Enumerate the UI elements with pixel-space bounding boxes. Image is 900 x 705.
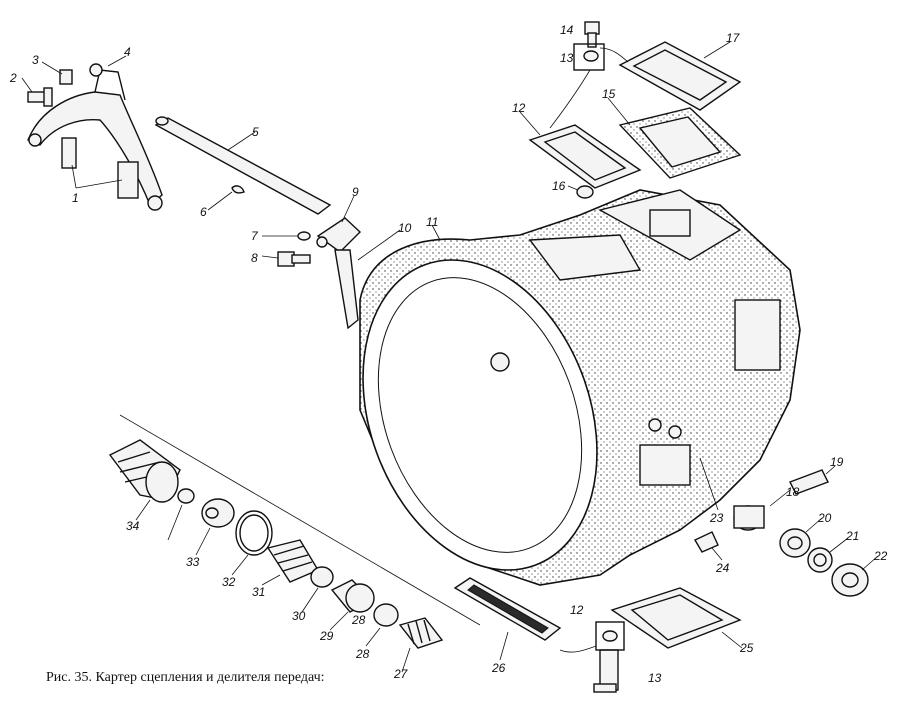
part-label: 28 [351, 613, 366, 627]
bushing-29 [330, 579, 375, 613]
part-label: 25 [739, 641, 754, 655]
part-label: 20 [817, 511, 832, 525]
part-label: 13 [648, 671, 662, 685]
bolt-14-top [584, 21, 600, 48]
part-label: 15 [602, 87, 616, 101]
part-label: 21 [845, 529, 859, 543]
clutch-housing [359, 189, 801, 586]
part-label: 33 [186, 555, 200, 569]
washer-13-top [573, 43, 605, 71]
ring-21 [807, 547, 833, 573]
part-label: 17 [726, 31, 741, 45]
part-label: 24 [715, 561, 730, 575]
bearing-20 [779, 528, 811, 558]
part-label: 1 [72, 191, 79, 205]
bolt-14-bottom [593, 649, 619, 693]
bolt-27 [398, 617, 444, 649]
part-label: 14 [560, 23, 574, 37]
part-label: 18 [786, 485, 800, 499]
washer-13-bottom [595, 621, 625, 651]
fitting-24 [694, 531, 719, 553]
ring-31 [235, 510, 273, 556]
part-label: 2 [9, 71, 17, 85]
part-label: 6 [200, 205, 207, 219]
part-label: 10 [398, 221, 412, 235]
bolt-2 [27, 87, 53, 107]
bolt-8 [277, 251, 311, 267]
nut-33 [177, 488, 195, 504]
part-label: 3 [32, 53, 39, 67]
part-label: 5 [252, 125, 259, 139]
part-labels: 1 2 3 4 5 6 7 8 9 10 11 12 13 14 15 16 1… [9, 23, 888, 685]
part-label: 22 [873, 549, 888, 563]
fork-pad [61, 137, 139, 199]
part-label: 11 [426, 215, 438, 229]
part-label: 28 [355, 647, 370, 661]
part-label: 12 [570, 603, 584, 617]
part-label: 34 [126, 519, 140, 533]
leader-13-to-12 [549, 69, 591, 129]
part-label: 19 [830, 455, 844, 469]
part-label: 23 [709, 511, 724, 525]
leader-bottom-arrow [559, 645, 597, 653]
bushing-18 [733, 505, 765, 531]
part-label: 26 [491, 661, 506, 675]
gasket-15 [618, 107, 742, 179]
part-label: 27 [393, 667, 409, 681]
gasket-12 [528, 124, 642, 189]
cover-17 [618, 41, 742, 111]
leader-lines [21, 41, 879, 673]
part-label: 31 [252, 585, 265, 599]
part-label: 30 [292, 609, 306, 623]
figure-caption: Рис. 35. Картер сцепления и делителя пер… [46, 670, 325, 685]
part-label: 13 [560, 51, 574, 65]
cover-25 [610, 587, 742, 649]
nut-22 [831, 563, 869, 597]
part-label: 4 [124, 45, 131, 59]
part-label: 9 [352, 185, 359, 199]
shift-rod [154, 116, 332, 215]
assembly-axis [119, 414, 481, 626]
leader-13-to-17 [599, 47, 629, 63]
plug-16 [576, 185, 594, 199]
lever-10 [334, 249, 359, 330]
part-label: 7 [251, 229, 259, 243]
washer-7 [297, 231, 311, 241]
part-label: 29 [319, 629, 334, 643]
part-label: 8 [251, 251, 258, 265]
cup-32 [201, 498, 235, 528]
shift-fork [27, 69, 163, 211]
key-6 [231, 185, 245, 194]
boot-34 [108, 439, 181, 503]
lock-plate-3 [59, 69, 73, 85]
part-label: 32 [222, 575, 236, 589]
stud-19 [789, 469, 829, 495]
part-label: 12 [512, 101, 526, 115]
washer-28-lower [373, 603, 399, 627]
bolt-head-4 [89, 63, 103, 77]
part-label: 16 [552, 179, 566, 193]
gasket-26 [453, 577, 562, 641]
washer-28-upper [310, 566, 334, 588]
lever-9 [316, 217, 362, 253]
